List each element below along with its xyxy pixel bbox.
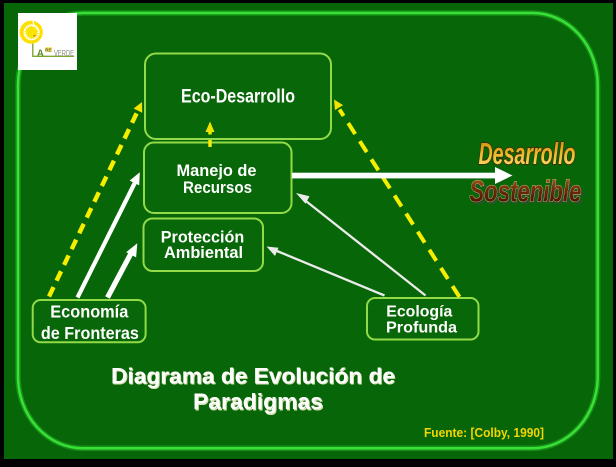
svg-text:Economía: Economía bbox=[50, 301, 128, 321]
svg-text:Manejo de: Manejo de bbox=[177, 161, 257, 180]
svg-text:Recursos: Recursos bbox=[183, 178, 252, 197]
svg-text:RE: RE bbox=[45, 47, 51, 52]
svg-text:Desarrollo: Desarrollo bbox=[479, 136, 576, 171]
svg-text:Ambiental: Ambiental bbox=[164, 243, 243, 262]
svg-text:Profunda: Profunda bbox=[386, 320, 457, 337]
svg-text:A: A bbox=[37, 49, 44, 60]
svg-text:Eco-Desarrollo: Eco-Desarrollo bbox=[181, 86, 295, 108]
svg-text:Paradigmas: Paradigmas bbox=[193, 389, 323, 414]
svg-text:Diagrama de Evolución de: Diagrama de Evolución de bbox=[112, 365, 396, 390]
svg-text:Fuente: [Colby, 1990]: Fuente: [Colby, 1990] bbox=[424, 425, 544, 440]
svg-text:Sostenible: Sostenible bbox=[469, 174, 581, 209]
svg-text:Paradigmas: Paradigmas bbox=[194, 390, 324, 415]
svg-text:Ecología: Ecología bbox=[386, 303, 452, 320]
svg-text:Diagrama de Evolución de: Diagrama de Evolución de bbox=[111, 364, 395, 389]
svg-text:Sostenible: Sostenible bbox=[472, 176, 584, 211]
svg-text:VERDE: VERDE bbox=[54, 49, 74, 58]
svg-text:Protección: Protección bbox=[161, 228, 245, 247]
svg-text:de Fronteras: de Fronteras bbox=[41, 323, 139, 343]
